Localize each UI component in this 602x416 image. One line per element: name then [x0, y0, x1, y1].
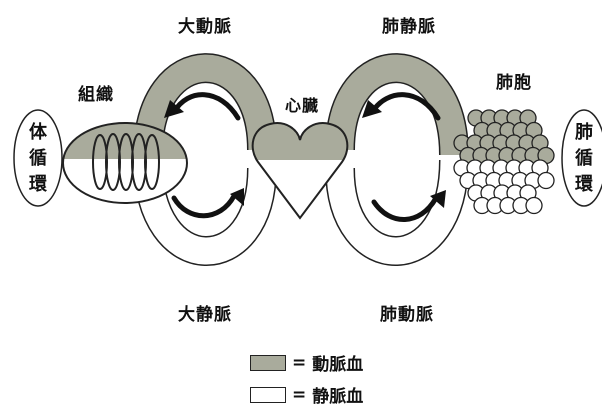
tissue-shape — [62, 122, 188, 204]
pulmonary-loop — [325, 53, 469, 266]
legend-label-arterial: 動脈血 — [312, 355, 364, 375]
legend-swatch-arterial — [250, 354, 286, 371]
legend-label-venous: 静脈血 — [312, 387, 364, 407]
arrow-pulmonary-vein — [369, 92, 441, 121]
legend-equals: = — [292, 352, 307, 373]
alveoli-cluster — [453, 109, 555, 215]
vena-cava-label: 大静脈 — [178, 305, 232, 325]
legend-arterial: = 動脈血 — [250, 350, 363, 375]
legend-venous: = 静脈血 — [250, 382, 363, 407]
tissue-label: 組織 — [78, 85, 114, 105]
arrow-heads — [164, 100, 446, 208]
heart-label: 心臓 — [285, 96, 320, 115]
alveolus — [537, 171, 555, 190]
systemic-oval — [13, 109, 63, 207]
flow-arrows — [171, 92, 441, 222]
legend-swatch-venous — [250, 386, 286, 403]
aorta-label: 大動脈 — [178, 17, 232, 37]
legend-equals: = — [292, 384, 307, 405]
arrow-pulmonary-artery — [371, 195, 439, 222]
pulmonary-circulation-label: 肺循環 — [575, 122, 593, 195]
pulmonary-oval — [561, 109, 602, 207]
systemic-loop — [133, 53, 277, 266]
alveoli-label: 肺胞 — [496, 73, 532, 93]
systemic-circulation-label: 体循環 — [29, 122, 47, 195]
arrow-aorta — [171, 92, 241, 121]
pulmonary-vein-label: 肺静脈 — [382, 17, 436, 37]
arrow-vena-cava — [171, 193, 237, 219]
alveolus — [525, 196, 543, 215]
pulmonary-artery-label: 肺動脈 — [380, 305, 434, 325]
